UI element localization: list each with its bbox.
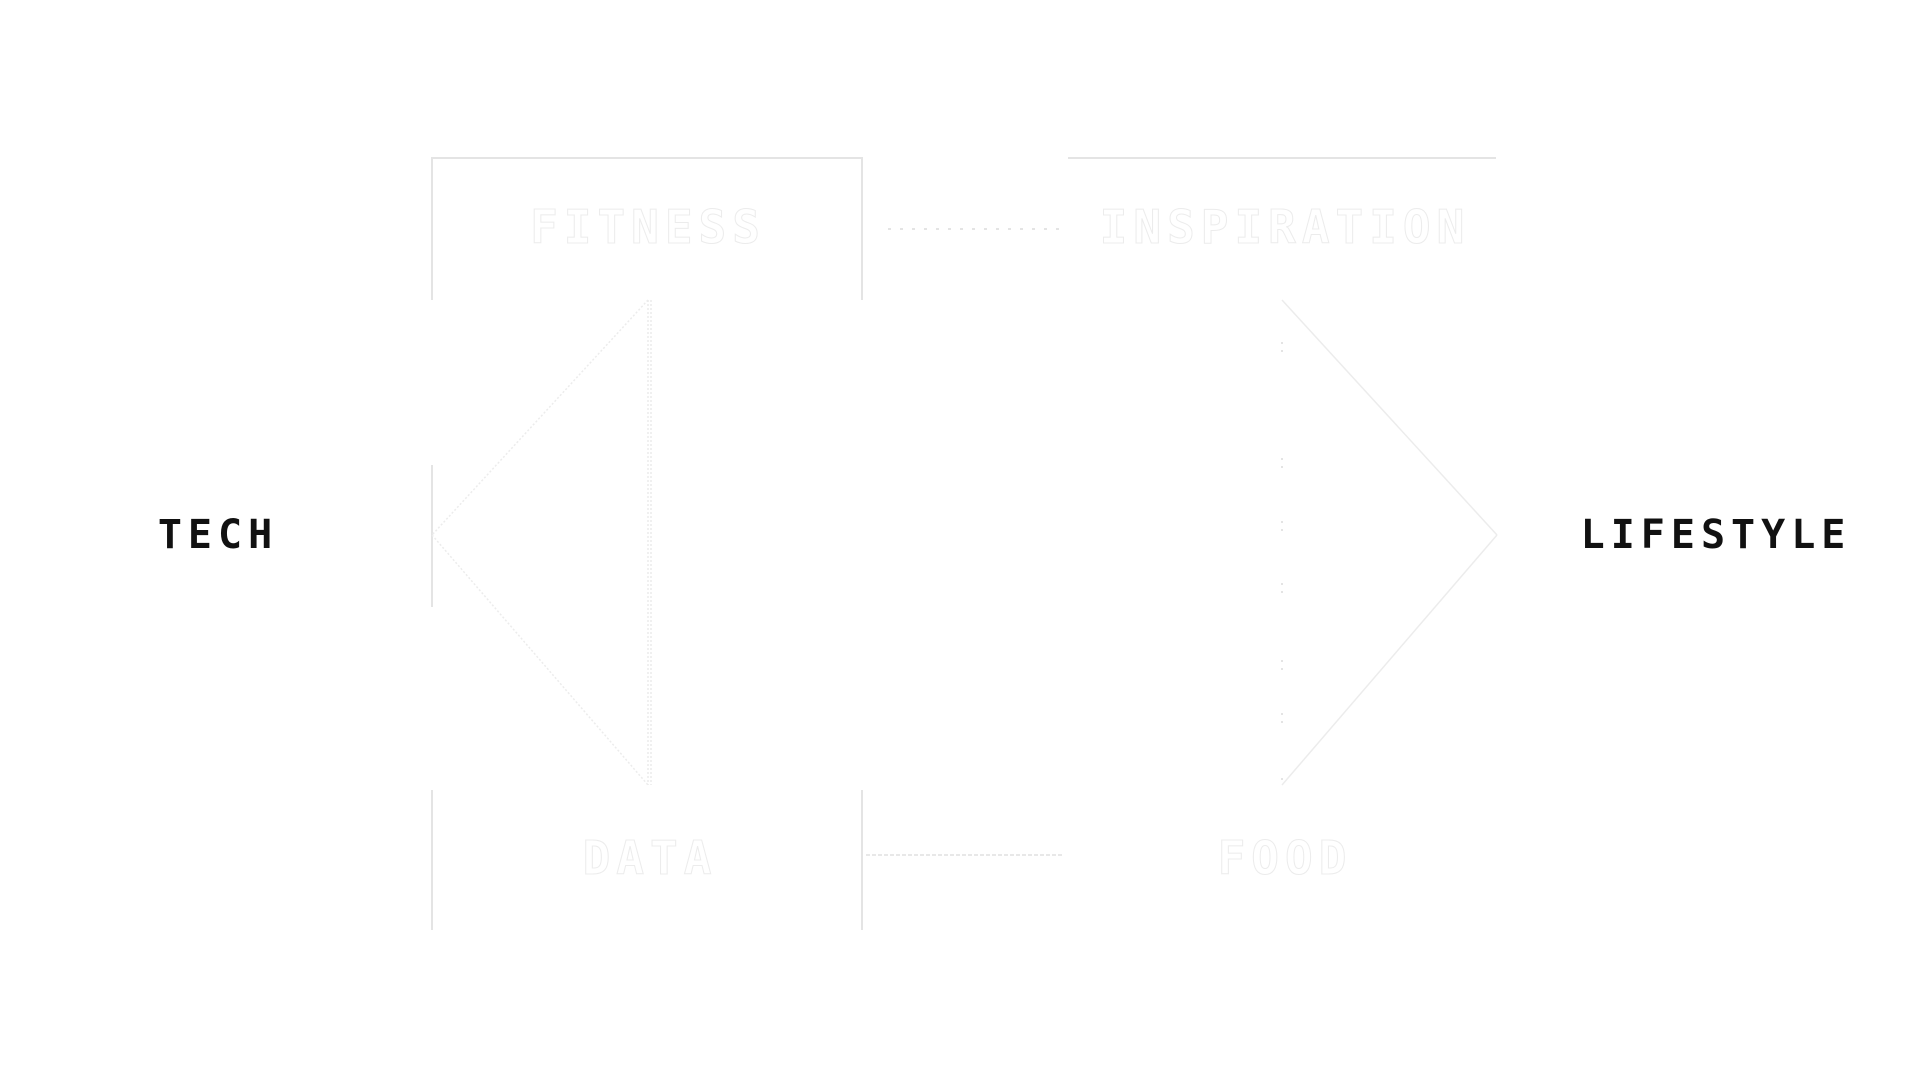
data-label: DATA xyxy=(582,831,718,886)
lifestyle-label: LIFESTYLE xyxy=(1580,512,1852,558)
food-label: FOOD xyxy=(1217,831,1353,886)
left-triangle-upper-edge xyxy=(431,299,649,536)
inspiration-label: INSPIRATION xyxy=(1099,200,1471,255)
left-triangle-lower-edge xyxy=(431,534,649,786)
fitness-label: FITNESS xyxy=(530,200,766,255)
top-left-box-frame xyxy=(431,157,863,300)
tech-label: TECH xyxy=(157,512,279,558)
right-triangle-lower-edge xyxy=(1281,534,1498,786)
right-triangle-upper-edge xyxy=(1281,299,1498,536)
